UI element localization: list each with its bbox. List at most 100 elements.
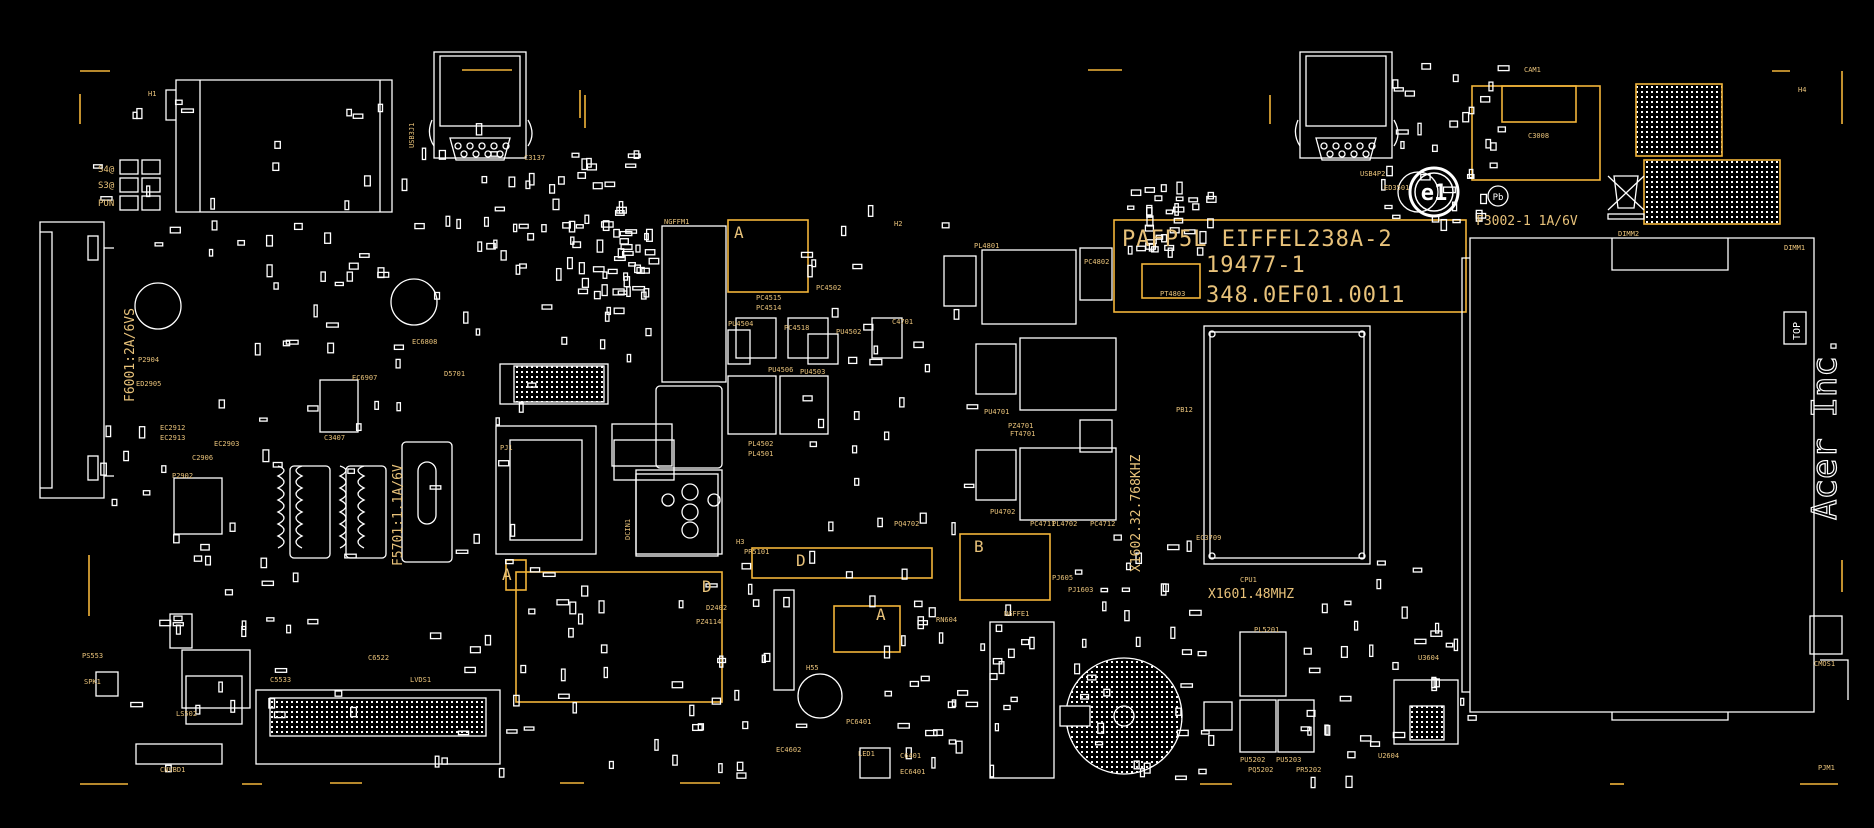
smd-component: [989, 672, 998, 681]
brand-acer-inc: Acer Inc.: [1805, 336, 1845, 520]
smd-component: [1199, 230, 1207, 244]
smd-component: [802, 395, 813, 402]
smd-component: [193, 555, 203, 562]
smd-component: [421, 147, 427, 161]
smd-component: [619, 238, 629, 245]
smd-component: [549, 184, 556, 194]
smd-component: [1303, 647, 1312, 655]
smd-component: [1103, 688, 1111, 697]
smd-component: [285, 339, 299, 345]
fuse-f6001-label: F6001:2A/6VS: [123, 308, 138, 402]
smd-component: [869, 358, 883, 366]
smd-component: [1181, 649, 1193, 656]
smd-component: [1146, 215, 1154, 227]
smd-component: [1029, 636, 1035, 650]
smd-component: [625, 163, 637, 168]
smd-component: [1021, 639, 1030, 646]
smd-component: [1200, 730, 1210, 735]
smd-component: [552, 198, 560, 211]
smd-component: [1310, 776, 1316, 789]
smd-component: [1174, 203, 1179, 216]
smd-component: [463, 311, 469, 324]
ref-label-cmos1: CMOS1: [1814, 660, 1835, 668]
smd-component: [132, 111, 138, 120]
ref-label-u3604: U3604: [1418, 654, 1439, 662]
smd-component: [920, 675, 930, 682]
smd-component: [1307, 726, 1312, 736]
smd-component: [541, 224, 547, 233]
smd-component: [1170, 626, 1176, 639]
ref-label-dimm2: DIMM2: [1618, 230, 1639, 238]
smd-component: [925, 729, 938, 737]
smd-component: [396, 402, 402, 412]
sodimm-slot-right: [1461, 237, 1849, 721]
smd-component: [130, 701, 144, 708]
ref-label-pc4515: PC4515: [756, 294, 781, 302]
ref-label-pq4702: PQ4702: [894, 520, 919, 528]
ref-label-ls502: LS502: [176, 710, 197, 718]
ref-label-c2906: C2906: [192, 454, 213, 462]
smd-component: [809, 550, 816, 564]
smd-component: [355, 423, 362, 432]
smd-component: [1207, 218, 1214, 229]
smd-component: [1010, 696, 1018, 703]
smd-component: [1125, 562, 1131, 571]
smd-component: [1381, 178, 1386, 191]
ref-label-pl5201: PL5201: [1254, 626, 1279, 634]
smd-component: [600, 221, 614, 228]
smd-component: [1192, 203, 1200, 211]
smd-component: [268, 697, 276, 709]
smd-component: [348, 262, 359, 270]
smd-component: [1460, 697, 1465, 706]
smd-component: [592, 182, 603, 190]
smd-component: [678, 600, 684, 609]
smd-component: [1401, 606, 1408, 619]
smd-component: [957, 689, 969, 696]
usb-connector-usb3j1: [428, 51, 533, 161]
ref-label-c4701: C4701: [892, 318, 913, 326]
smd-component: [635, 244, 641, 253]
smd-component: [346, 271, 354, 282]
ref-label-dc1n1: DCIN1: [624, 519, 632, 540]
smd-component: [643, 288, 650, 298]
smd-component: [1206, 195, 1217, 203]
smd-component: [924, 363, 931, 373]
smd-component: [455, 549, 469, 554]
smd-component: [1393, 87, 1404, 92]
ref-label-usb3j1: USB3J1: [408, 123, 416, 148]
smd-component: [146, 185, 151, 198]
ref-label-lvds1: LVDS1: [410, 676, 431, 684]
ref-label-pu4701: PU4701: [984, 408, 1009, 416]
smd-component: [344, 200, 350, 211]
smd-component: [1475, 212, 1487, 219]
smd-component: [1369, 644, 1374, 658]
zone-marker: A: [876, 605, 886, 624]
smd-component: [324, 232, 332, 244]
smd-component: [1386, 165, 1393, 177]
smd-component: [1167, 544, 1180, 551]
smd-component: [154, 242, 164, 247]
smd-component: [883, 645, 891, 659]
smd-component: [584, 214, 590, 225]
smd-component: [1376, 560, 1386, 566]
smd-component: [1186, 540, 1192, 552]
ref-label-pu4504: PU4504: [728, 320, 753, 328]
smd-component: [363, 175, 371, 187]
small-components: [92, 62, 1510, 789]
led-label-s3: S3@: [98, 181, 115, 191]
smd-component: [1169, 227, 1180, 234]
mounting-holes: [134, 171, 1439, 719]
ref-label-pz4701: PZ4701: [1008, 422, 1033, 430]
yellow-zone-outlines: [505, 85, 1601, 703]
smd-component: [581, 277, 590, 288]
smd-component: [884, 690, 893, 697]
smd-component: [809, 441, 818, 448]
smd-component: [512, 223, 518, 233]
smd-component: [1480, 95, 1491, 103]
smd-component: [204, 555, 212, 566]
smd-component: [334, 281, 344, 287]
ref-label-pz4114: PZ4114: [696, 618, 721, 626]
smd-component: [1434, 622, 1440, 634]
smd-component: [1180, 683, 1194, 688]
